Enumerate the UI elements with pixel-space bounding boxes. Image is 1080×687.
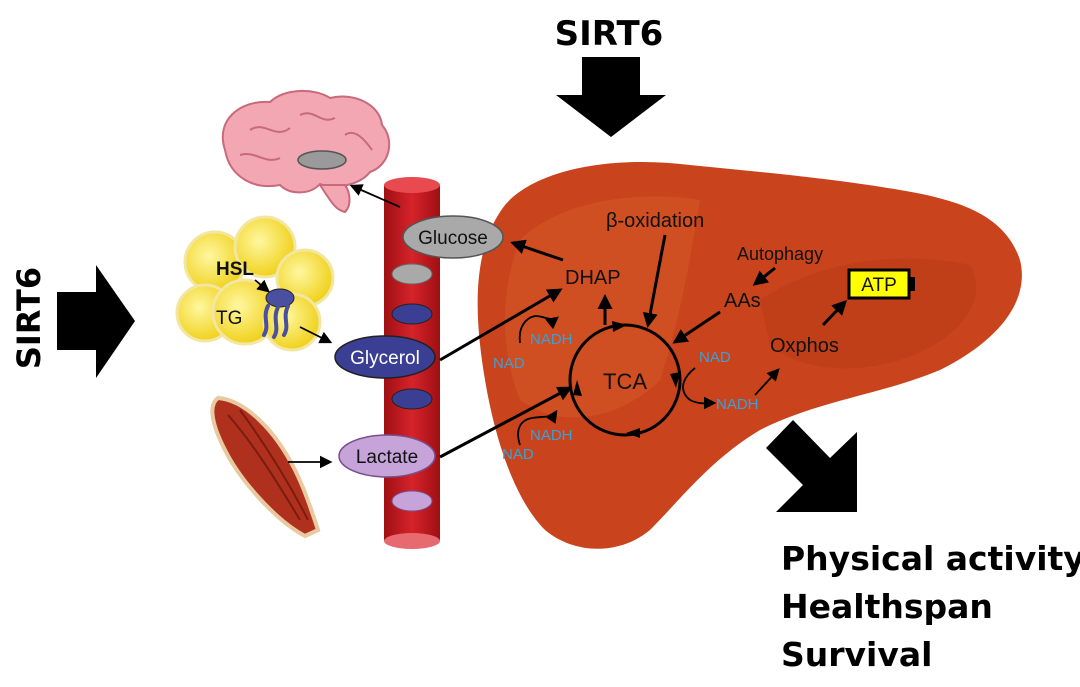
- sirt6-top-label: SIRT6: [555, 14, 664, 54]
- vessel-bottom: [384, 533, 440, 549]
- nad-nadh-lower-arrow: [517, 409, 558, 446]
- beta-oxidation-label: β-oxidation: [606, 210, 704, 232]
- atp-label: ATP: [861, 275, 897, 296]
- glucose-cell: [391, 263, 433, 285]
- hsl-enzyme-icon: [262, 288, 295, 339]
- outcome-healthspan: Healthspan: [781, 587, 993, 626]
- hsl-label: HSL: [216, 259, 254, 280]
- vessel-top: [384, 177, 440, 193]
- autophagy-to-aas-arrow: [752, 266, 776, 286]
- brain-icon: [221, 89, 391, 214]
- aas-label: AAs: [724, 290, 761, 312]
- nad-lower-label: NAD: [502, 446, 534, 463]
- nadh-right-label: NADH: [716, 396, 759, 413]
- tca-label: TCA: [603, 369, 647, 394]
- outcome-arrow: [766, 420, 857, 512]
- dhap-label: DHAP: [565, 267, 621, 289]
- glycerol-to-dhap-arrow: [439, 288, 563, 362]
- tca-cycle: TCA: [568, 321, 682, 438]
- sirt6-left-label: SIRT6: [10, 267, 48, 369]
- glucose-node: Glucose: [402, 215, 504, 259]
- vessel-to-brain-arrow: [349, 184, 401, 208]
- liver-right-lobe-shade: [760, 258, 977, 369]
- nadh-lower-label: NADH: [530, 427, 573, 444]
- sirt6-left-arrow: [57, 265, 135, 378]
- glucose-label: Glucose: [418, 228, 488, 249]
- beta-oxidation-to-tca-arrow: [642, 234, 667, 328]
- dhap-to-glucose-arrow: [510, 239, 564, 262]
- oxphos-label: Oxphos: [770, 335, 839, 357]
- lactate-cell: [391, 490, 433, 512]
- glycerol-label: Glycerol: [350, 348, 420, 369]
- autophagy-label: Autophagy: [737, 244, 823, 264]
- oxphos-to-atp-arrow: [821, 299, 848, 327]
- glycerol-cell-2: [391, 388, 433, 410]
- aas-to-tca-arrow: [672, 310, 721, 344]
- sirt6-top-arrow: [556, 57, 666, 137]
- nad-nadh-right-arrow: [682, 367, 717, 410]
- tg-label: TG: [216, 308, 242, 329]
- glycerol-node: Glycerol: [334, 335, 436, 379]
- lactate-to-tca-arrow: [439, 386, 573, 459]
- nadh-left-label: NADH: [530, 331, 573, 348]
- muscle-icon: [210, 395, 321, 539]
- nad-nadh-left-arrow: [518, 315, 559, 344]
- adipocyte-cluster: [175, 215, 335, 352]
- adipose-to-glycerol-arrow: [299, 326, 333, 344]
- lactate-node: Lactate: [338, 434, 436, 478]
- outcome-survival: Survival: [781, 635, 932, 674]
- outcome-physical-activity: Physical activity: [781, 539, 1080, 578]
- nadh-to-oxphos-arrow: [754, 368, 780, 396]
- nad-right-label: NAD: [699, 349, 731, 366]
- hsl-to-tg-arrow: [254, 279, 270, 293]
- glycerol-cell: [391, 303, 433, 325]
- lactate-label: Lactate: [356, 447, 418, 468]
- atp-battery-icon: ATP: [847, 268, 915, 300]
- nad-left-label: NAD: [493, 355, 525, 372]
